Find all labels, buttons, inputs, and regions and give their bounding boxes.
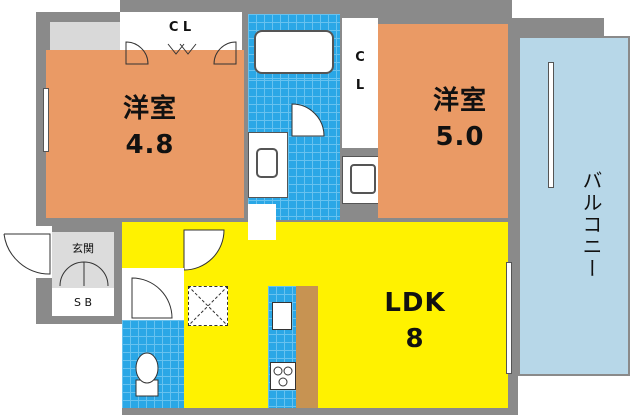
bedroom-right-name: 洋室 xyxy=(432,86,487,116)
washroom-door-icon xyxy=(291,103,325,137)
entrance-floor xyxy=(52,232,114,288)
toilet-door-icon xyxy=(131,277,173,319)
toilet-icon xyxy=(135,352,159,397)
wall-bottom-right-white xyxy=(518,376,640,415)
storage-top-left xyxy=(50,22,120,50)
ldk-window xyxy=(506,262,512,374)
closet-top xyxy=(120,12,242,50)
closet-top-label: C L xyxy=(168,20,192,35)
bedroom-left-size: 4.8 xyxy=(125,130,175,160)
bedroom-right-window xyxy=(548,62,554,188)
bedroom-left-name: 洋室 xyxy=(122,94,177,124)
bedroom-right-lower xyxy=(384,148,508,218)
entrance-label: 玄関 xyxy=(72,242,94,255)
kitchen-sink-icon xyxy=(272,302,292,330)
fridge-icon xyxy=(188,286,228,326)
wall-top-white xyxy=(36,0,120,12)
closet-mid xyxy=(342,18,378,148)
wall-top-right-white xyxy=(512,0,604,18)
hall-door-icon xyxy=(183,229,225,271)
ldk-name: LDK xyxy=(384,288,446,318)
balcony-label: バルコニー xyxy=(579,170,603,280)
ldk-size: 8 xyxy=(405,324,425,354)
bathtub-icon xyxy=(254,30,334,74)
closet-mid-label-bottom: L xyxy=(355,78,365,93)
wall-stub-entrance xyxy=(36,316,122,324)
hall-passage xyxy=(248,204,276,240)
wall-bottom-left xyxy=(36,316,122,415)
bedroom-left-window xyxy=(43,88,49,152)
kitchen-counter xyxy=(296,286,318,408)
sink-icon xyxy=(256,148,278,178)
closet-top-doors-icon xyxy=(125,41,237,65)
entrance-doors-icon xyxy=(59,261,109,287)
wash-area xyxy=(248,132,288,198)
shoe-box-label: S B xyxy=(73,296,93,309)
balcony-area xyxy=(518,36,630,376)
stove-icon xyxy=(270,362,296,390)
bedroom-left xyxy=(46,50,244,218)
front-door-icon xyxy=(3,233,51,275)
bedroom-right-size: 5.0 xyxy=(435,122,485,152)
closet-mid-label-top: C xyxy=(355,50,365,65)
washer-icon xyxy=(350,164,376,194)
